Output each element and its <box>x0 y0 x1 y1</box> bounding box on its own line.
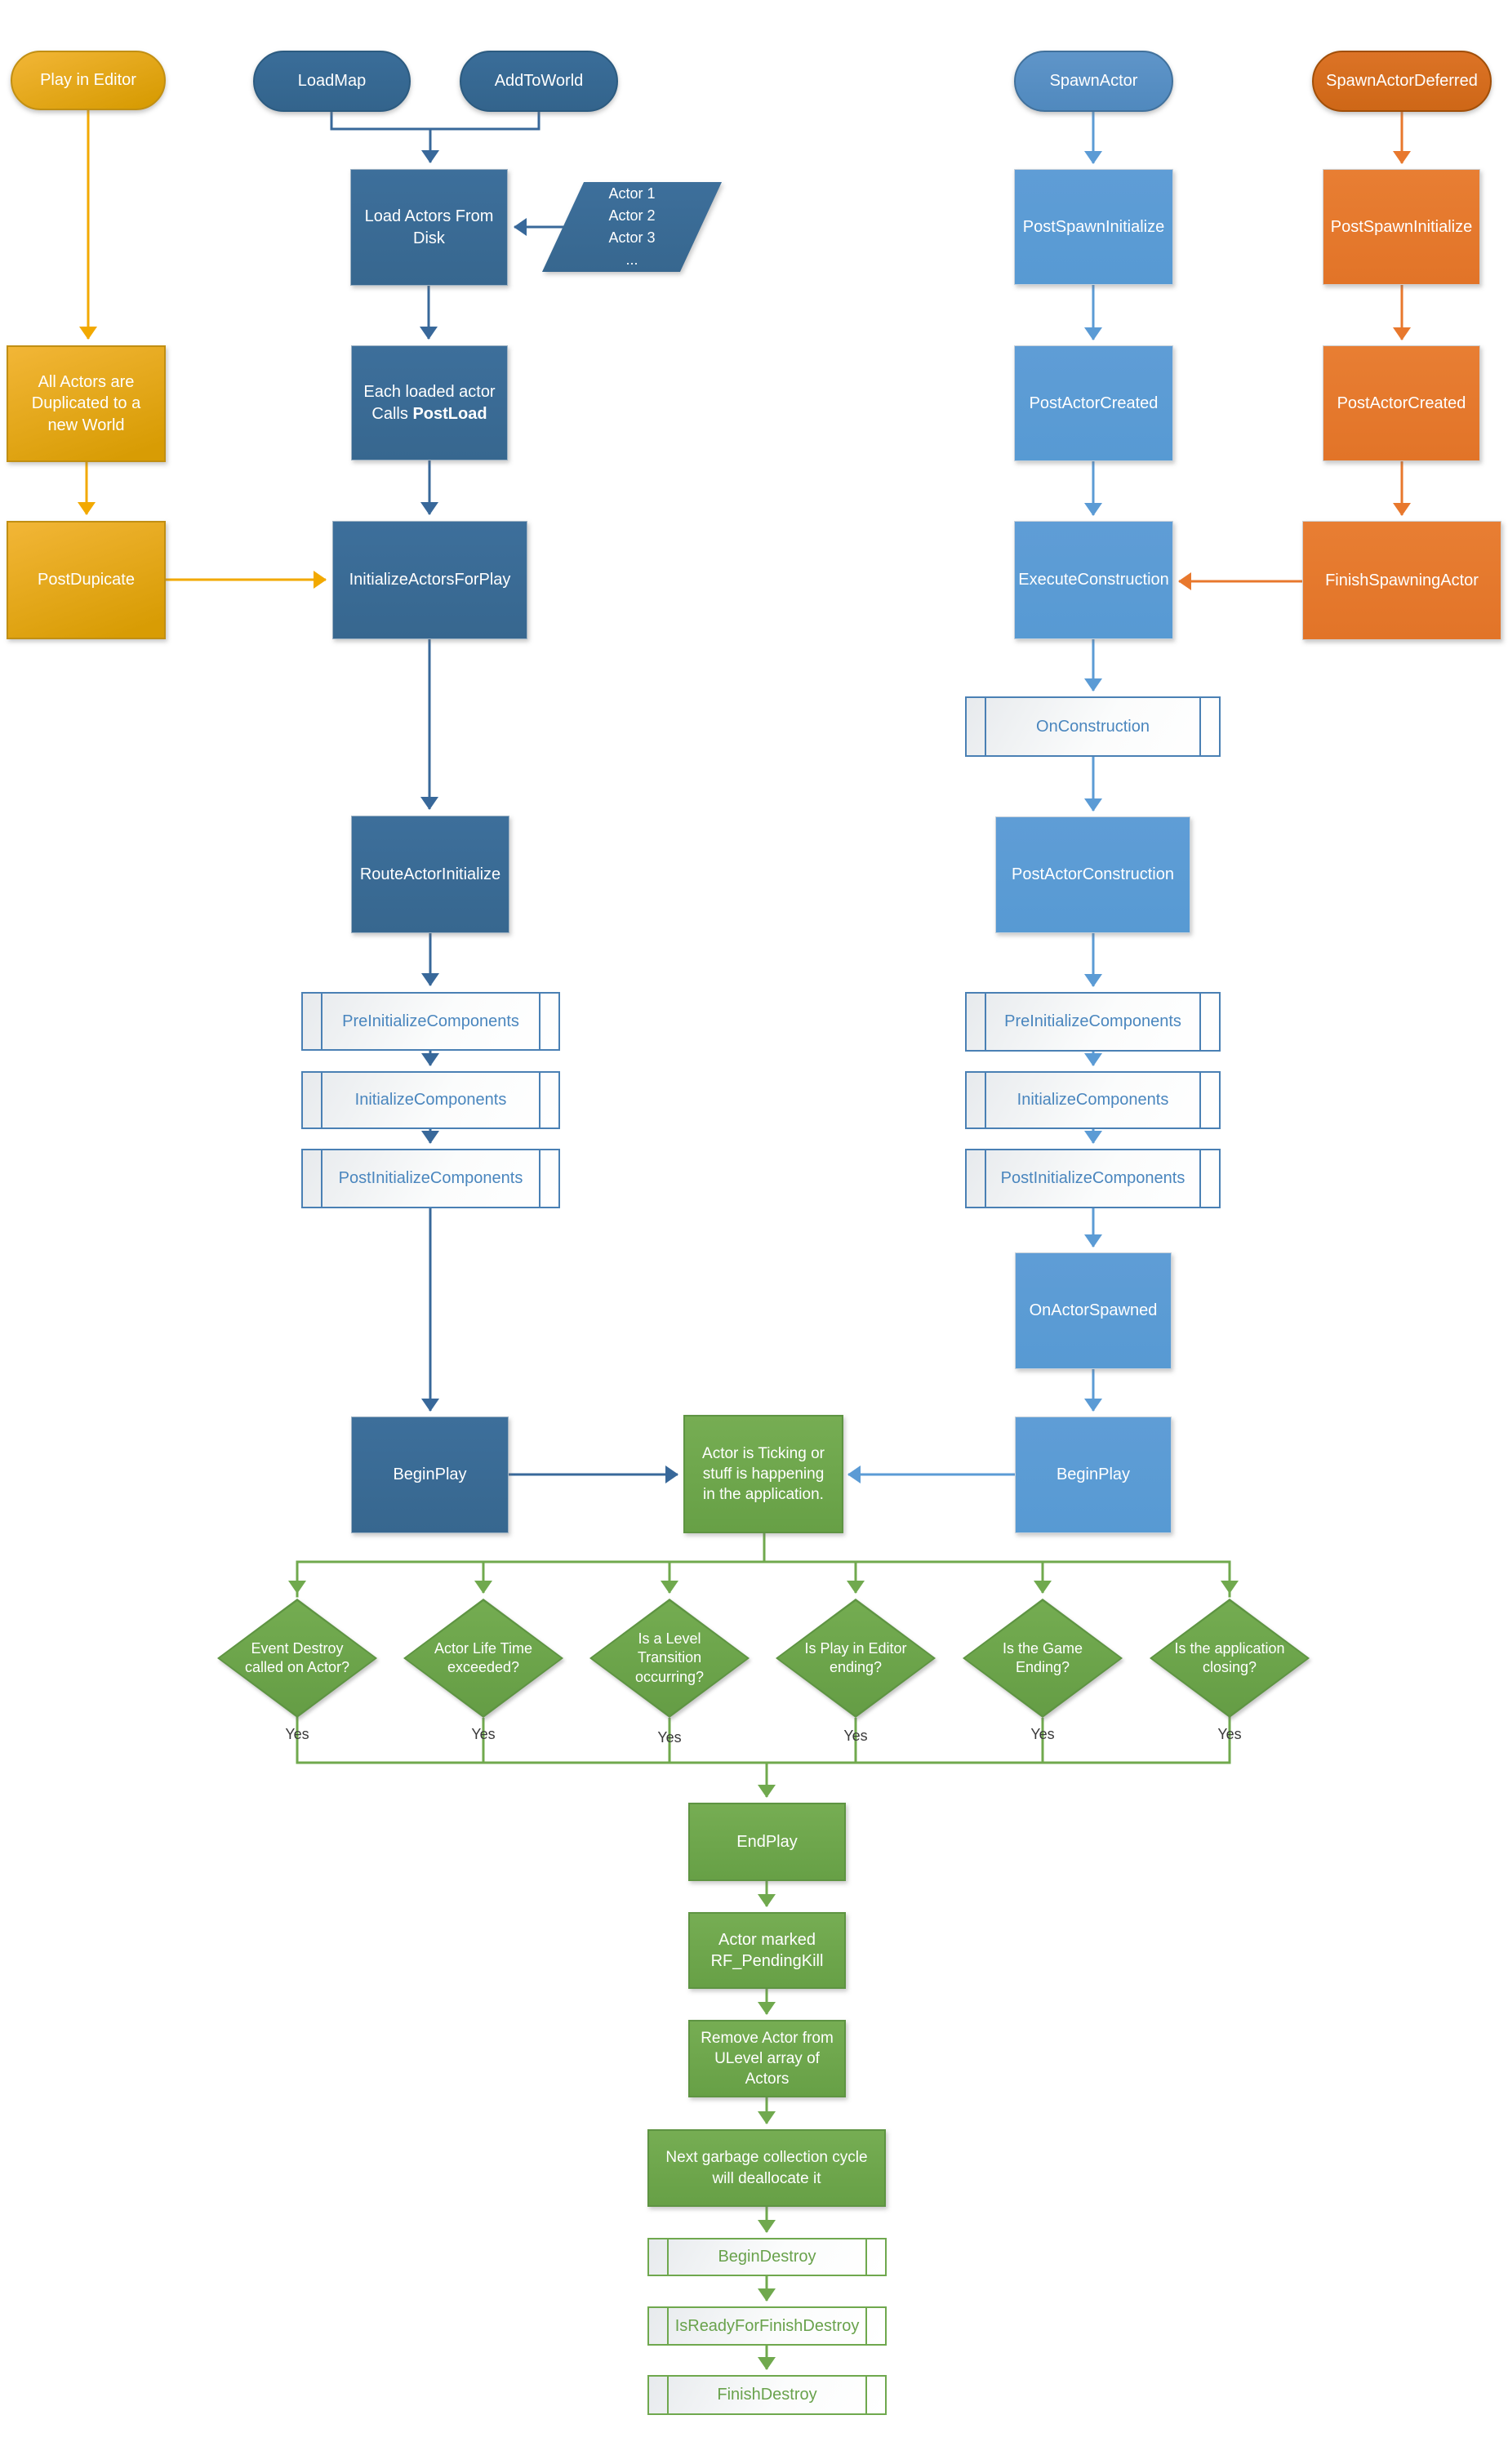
bar-label: PreInitializeComponents <box>342 1012 519 1030</box>
node-label: PostActorConstruction <box>1012 865 1174 884</box>
node-label: OnActorSpawned <box>1029 1301 1158 1320</box>
node-label: EndPlay <box>736 1832 798 1851</box>
decision-play-in-editor-ending: Is Play in Editor ending? <box>776 1599 936 1718</box>
node-label: ExecuteConstruction <box>1018 571 1169 589</box>
node-label: PostSpawnInitialize <box>1330 217 1473 236</box>
node-add-to-world: AddToWorld <box>460 51 618 112</box>
node-execute-construction: ExecuteConstruction <box>1014 521 1173 639</box>
node-finish-spawning-actor: FinishSpawningActor <box>1302 521 1501 640</box>
decision-label: Is Play in Editor ending? <box>804 1639 907 1675</box>
actor-list-item: ... <box>625 251 638 268</box>
bar-pre-initialize-components-left: PreInitializeComponents <box>301 992 560 1051</box>
bar-label: PostInitializeComponents <box>1000 1169 1185 1187</box>
yes-label-1: Yes <box>285 1726 309 1742</box>
node-actor-marked-pending-kill: Actor marked RF_PendingKill <box>688 1912 846 1989</box>
node-post-actor-created-orange: PostActorCreated <box>1323 345 1480 461</box>
node-begin-play-left: BeginPlay <box>351 1417 509 1533</box>
decision-application-closing: Is the application closing? <box>1150 1599 1310 1718</box>
node-label: BeginPlay <box>393 1466 467 1484</box>
bar-initialize-components-left: InitializeComponents <box>301 1071 560 1129</box>
actor-list-item: Actor 2 <box>608 207 656 224</box>
decision-actor-life-time: Actor Life Time exceeded? <box>403 1599 563 1718</box>
bar-label: FinishDestroy <box>717 2386 817 2404</box>
node-label: Load Actors From Disk <box>364 207 494 247</box>
decision-label: Is the Game Ending? <box>1002 1639 1083 1675</box>
bar-label: IsReadyForFinishDestroy <box>674 2316 860 2335</box>
node-label-line2: Calls <box>371 404 413 423</box>
node-label: AddToWorld <box>494 72 584 91</box>
bar-post-initialize-components-right: PostInitializeComponents <box>965 1149 1221 1208</box>
bar-label: InitializeComponents <box>354 1091 507 1109</box>
node-label: SpawnActorDeferred <box>1326 72 1478 91</box>
node-next-garbage-collection: Next garbage collection cycle will deall… <box>647 2129 886 2207</box>
node-label: Play in Editor <box>40 71 136 90</box>
bar-label: OnConstruction <box>1036 717 1150 736</box>
decision-game-ending: Is the Game Ending? <box>963 1599 1123 1718</box>
node-actor-list-parallelogram: Actor 1 Actor 2 Actor 3 ... <box>542 182 722 272</box>
node-each-loaded-actor: Each loaded actor Calls PostLoad <box>351 345 508 460</box>
node-label: Actor is Ticking or stuff is happening i… <box>702 1444 825 1504</box>
node-spawn-actor: SpawnActor <box>1014 51 1173 112</box>
node-spawn-actor-deferred: SpawnActorDeferred <box>1312 51 1492 112</box>
bar-label: PreInitializeComponents <box>1004 1012 1181 1030</box>
node-label: Remove Actor from ULevel array of Actors <box>701 2029 834 2088</box>
node-label: BeginPlay <box>1056 1466 1131 1484</box>
node-post-spawn-initialize-orange: PostSpawnInitialize <box>1323 169 1480 285</box>
node-post-actor-created-blue: PostActorCreated <box>1014 345 1173 461</box>
node-label: PostDupicate <box>38 571 135 589</box>
decision-label: Is the application closing? <box>1174 1639 1285 1675</box>
decision-label: Is a Level Transition occurring? <box>634 1630 705 1685</box>
bar-finish-destroy: FinishDestroy <box>647 2375 887 2415</box>
decision-label: Actor Life Time exceeded? <box>434 1639 533 1675</box>
yes-label-3: Yes <box>657 1729 682 1746</box>
yes-label-5: Yes <box>1030 1726 1055 1742</box>
bar-on-construction: OnConstruction <box>965 696 1221 757</box>
node-post-actor-construction: PostActorConstruction <box>995 816 1190 933</box>
node-label-bold: PostLoad <box>412 404 487 423</box>
node-label: SpawnActor <box>1049 72 1138 91</box>
bar-initialize-components-right: InitializeComponents <box>965 1071 1221 1129</box>
node-load-actors-from-disk: Load Actors From Disk <box>350 169 508 286</box>
decision-event-destroy: Event Destroy called on Actor? <box>217 1599 377 1718</box>
node-label: RouteActorInitialize <box>359 865 501 883</box>
node-actor-is-ticking: Actor is Ticking or stuff is happening i… <box>683 1415 843 1533</box>
bar-pre-initialize-components-right: PreInitializeComponents <box>965 992 1221 1052</box>
yes-label-6: Yes <box>1217 1726 1242 1742</box>
yes-label-2: Yes <box>471 1726 496 1742</box>
bar-post-initialize-components-left: PostInitializeComponents <box>301 1149 560 1208</box>
bar-label: BeginDestroy <box>718 2248 816 2266</box>
bar-label: InitializeComponents <box>1016 1091 1169 1109</box>
node-end-play: EndPlay <box>688 1803 846 1881</box>
node-label: InitializeActorsForPlay <box>349 571 511 589</box>
node-label: PostActorCreated <box>1029 394 1159 412</box>
node-route-actor-initialize: RouteActorInitialize <box>351 816 509 933</box>
actor-list-item: Actor 3 <box>608 229 656 246</box>
node-label: Actor marked RF_PendingKill <box>710 1930 824 1970</box>
actor-list-item: Actor 1 <box>608 185 656 202</box>
node-post-spawn-initialize-blue: PostSpawnInitialize <box>1014 169 1173 285</box>
node-initialize-actors-for-play: InitializeActorsForPlay <box>332 521 527 639</box>
decision-level-transition: Is a Level Transition occurring? <box>589 1599 750 1718</box>
node-label: PostSpawnInitialize <box>1022 217 1165 236</box>
yes-label-4: Yes <box>843 1728 868 1744</box>
node-label: Next garbage collection cycle will deall… <box>665 2149 868 2187</box>
node-remove-actor-from-ulevel: Remove Actor from ULevel array of Actors <box>688 2020 846 2097</box>
node-label: FinishSpawningActor <box>1325 571 1479 589</box>
bar-begin-destroy: BeginDestroy <box>647 2238 887 2276</box>
node-begin-play-right: BeginPlay <box>1015 1417 1172 1533</box>
bar-label: PostInitializeComponents <box>338 1169 523 1187</box>
node-label: PostActorCreated <box>1337 394 1466 412</box>
decision-label: Event Destroy called on Actor? <box>244 1639 350 1675</box>
node-label: LoadMap <box>297 72 367 91</box>
node-load-map: LoadMap <box>253 51 411 112</box>
node-label-line1: Each loaded actor <box>363 383 496 402</box>
node-post-dupicate: PostDupicate <box>7 521 166 639</box>
node-play-in-editor: Play in Editor <box>11 51 166 110</box>
node-on-actor-spawned: OnActorSpawned <box>1015 1252 1172 1369</box>
node-label: All Actors are Duplicated to a new World <box>31 372 141 434</box>
node-all-actors-duplicated: All Actors are Duplicated to a new World <box>7 345 166 462</box>
bar-is-ready-for-finish-destroy: IsReadyForFinishDestroy <box>647 2306 887 2346</box>
